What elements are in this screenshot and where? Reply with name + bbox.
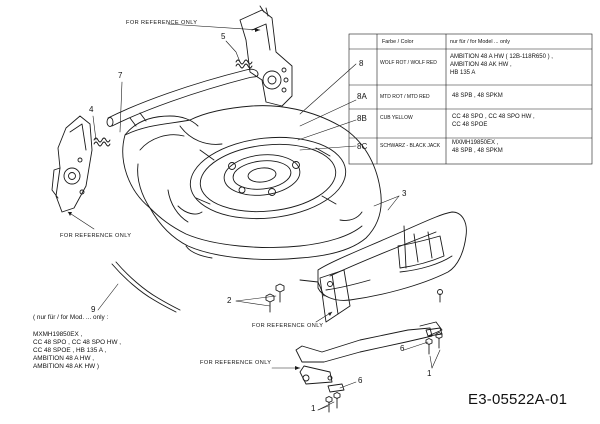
mower-deck <box>122 105 382 260</box>
legend-row-color: CUB YELLOW <box>380 115 413 121</box>
legend-row-color: WOLF ROT / WOLF RED <box>380 60 437 66</box>
legend-row-model: CC 48 SPOE <box>452 122 488 128</box>
fasteners <box>265 283 443 413</box>
legend-row-model: 48 SPB , 48 SPKM <box>452 93 503 99</box>
legend-row-id: 8 <box>359 59 364 68</box>
model-note-line: MXMH19850EX , <box>33 331 83 338</box>
callout-6-right: 6 <box>400 344 405 353</box>
reference-label-top: FOR REFERENCE ONLY <box>126 20 198 26</box>
legend-table-grid <box>348 33 593 165</box>
legend-row-id: 8B <box>357 114 367 123</box>
legend-row-color: MTD ROT / MTD RED <box>380 94 430 100</box>
left-height-bracket <box>51 115 111 213</box>
model-note-line: AMBITION 48 AK HW ) <box>33 363 100 370</box>
legend-row-id: 8A <box>357 92 367 101</box>
document-id: E3-05522A-01 <box>468 391 568 408</box>
right-height-bracket <box>235 5 293 107</box>
leader-arrowheads <box>68 28 332 370</box>
model-note-heading: ( nur für / for Mod. ... only : <box>33 314 109 321</box>
handle-tube <box>106 68 259 127</box>
leader-lines <box>67 23 441 411</box>
legend-row-color: SCHWARZ - BLACK JACK <box>380 143 441 149</box>
callout-2: 2 <box>227 296 232 305</box>
grip-strip <box>111 261 181 313</box>
legend-header-model: nur für / for Model ... only <box>450 39 510 45</box>
model-note-line: AMBITION 48 A HW , <box>33 355 95 362</box>
model-note-line: CC 48 SPO , CC 48 SPO HW , <box>33 339 122 346</box>
legend-row-model: AMBITION 48 AK HW , <box>450 62 512 68</box>
callout-7: 7 <box>118 71 123 80</box>
legend-row-model: 48 SPB , 48 SPKM <box>452 148 503 154</box>
model-note-line: CC 48 SPOE , HB 135 A , <box>33 347 107 354</box>
reference-label-middle: FOR REFERENCE ONLY <box>252 323 324 329</box>
reference-label-bottom: FOR REFERENCE ONLY <box>200 360 272 366</box>
side-flap <box>299 269 351 323</box>
callout-1-right: 1 <box>427 369 432 378</box>
callout-4: 4 <box>89 105 94 114</box>
callout-5: 5 <box>221 32 226 41</box>
axle-bracket <box>295 321 443 385</box>
reference-label-left: FOR REFERENCE ONLY <box>60 233 132 239</box>
front-cover <box>317 211 467 303</box>
callout-3: 3 <box>402 189 407 198</box>
legend-row-model: HB 135 A <box>450 70 476 76</box>
callout-6-bottom: 6 <box>358 376 363 385</box>
legend-header-color: Farbe / Color <box>382 39 414 45</box>
legend-row-id: 8C <box>357 142 368 151</box>
callout-9: 9 <box>91 305 96 314</box>
legend-row-model: CC 48 SPO , CC 48 SPO HW , <box>452 114 535 120</box>
legend-row-model: AMBITION 48 A HW ( 12B-118R650 ) , <box>450 54 553 60</box>
legend-row-model: MXMH19850EX , <box>452 140 499 146</box>
callout-1-bottom: 1 <box>311 404 316 413</box>
